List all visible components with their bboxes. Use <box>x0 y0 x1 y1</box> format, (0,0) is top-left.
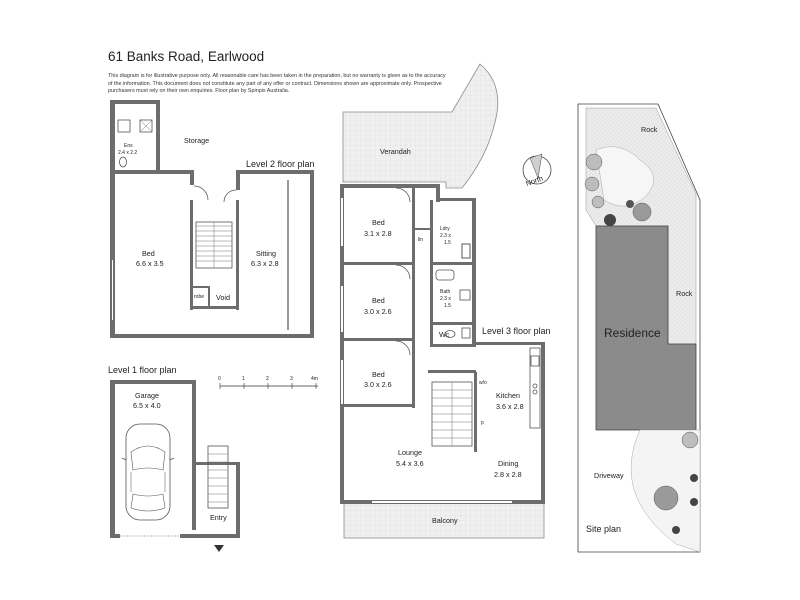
room-void: Void <box>216 293 230 302</box>
svg-text:1.5: 1.5 <box>444 240 451 246</box>
stairs-level-3 <box>431 381 473 447</box>
plant-icon <box>626 200 634 208</box>
residence-building <box>595 225 697 431</box>
shrub-icon <box>632 202 652 222</box>
balcony-area <box>343 501 545 539</box>
level-3-plan: Bed 3.1 x 2.8 lin Ldry 2.3 x 1.5 Bath 2.… <box>340 63 551 539</box>
room-lounge: Lounge <box>398 448 422 457</box>
north-compass: North <box>522 153 552 188</box>
level-1-plan: Level 1 floor plan <box>108 365 240 552</box>
room-kitchen: Kitchen <box>496 391 520 400</box>
page-title: 61 Banks Road, Earlwood <box>108 49 265 64</box>
room-balcony: Balcony <box>432 516 458 525</box>
room-bed-l2: Bed <box>142 249 155 258</box>
svg-text:2.3 x: 2.3 x <box>440 233 451 239</box>
level-2-plan: Storage Ens 2.4 x 2.2 Bed 6.6 x 3.5 Sitt… <box>110 100 315 338</box>
room-bath: Bath <box>440 289 451 295</box>
room-dining-dim: 2.8 x 2.8 <box>494 470 522 479</box>
site-plan: Residence Rock Rock Driveway Site plan <box>577 103 701 553</box>
svg-text:2: 2 <box>266 376 269 382</box>
stairs-level-1 <box>207 445 229 509</box>
room-bed-3-dim: 3.0 x 2.6 <box>364 380 392 389</box>
room-bed-2-dim: 3.0 x 2.6 <box>364 307 392 316</box>
room-ens: Ens <box>124 143 133 149</box>
room-robe: robe <box>194 294 204 300</box>
svg-text:1.5: 1.5 <box>444 303 451 309</box>
plant-icon <box>690 498 698 506</box>
room-garage-dim: 6.5 x 4.0 <box>133 401 161 410</box>
svg-text:4m: 4m <box>311 376 318 382</box>
disclaimer-text: This diagram is for illustrative purpose… <box>108 73 446 95</box>
room-dining: Dining <box>498 459 518 468</box>
plant-icon <box>690 474 698 482</box>
room-pantry: p <box>481 420 484 426</box>
room-entry: Entry <box>210 513 227 522</box>
rock-side-label: Rock <box>676 289 693 298</box>
room-sitting: Sitting <box>256 249 276 258</box>
room-bed-2: Bed <box>372 296 385 305</box>
tree-icon <box>584 176 600 192</box>
room-wo: w/o <box>479 380 487 386</box>
car-icon <box>121 423 175 521</box>
tree-icon <box>591 195 605 209</box>
scale-bar: 0 1 2 3 4m <box>218 376 318 389</box>
driveway-label: Driveway <box>594 471 624 480</box>
room-ldry: Ldry <box>440 226 450 232</box>
verandah-area <box>342 63 499 189</box>
room-verandah: Verandah <box>380 147 411 156</box>
svg-text:0: 0 <box>218 376 221 382</box>
room-bed-l2-dim: 6.6 x 3.5 <box>136 259 164 268</box>
room-sitting-dim: 6.3 x 2.8 <box>251 259 279 268</box>
level-3-heading: Level 3 floor plan <box>482 326 551 336</box>
room-garage: Garage <box>135 391 159 400</box>
entry-arrow-icon <box>214 545 224 552</box>
room-bed-1-dim: 3.1 x 2.8 <box>364 229 392 238</box>
plant-icon <box>672 526 680 534</box>
svg-text:3: 3 <box>290 376 293 382</box>
level-1-heading: Level 1 floor plan <box>108 365 177 375</box>
shrub-icon <box>653 485 679 511</box>
residence-label: Residence <box>604 326 661 340</box>
room-wc: Wc <box>439 330 450 339</box>
room-ens-dim: 2.4 x 2.2 <box>118 150 137 156</box>
room-bed-3: Bed <box>372 370 385 379</box>
room-lin: lin <box>418 237 423 243</box>
room-lounge-dim: 5.4 x 3.6 <box>396 459 424 468</box>
svg-text:2.3 x: 2.3 x <box>440 296 451 302</box>
plant-icon <box>604 214 616 226</box>
tree-icon <box>681 431 699 449</box>
room-kitchen-dim: 3.6 x 2.8 <box>496 402 524 411</box>
room-storage: Storage <box>184 136 209 145</box>
rock-top-label: Rock <box>641 125 658 134</box>
stairs-level-2 <box>195 221 233 269</box>
room-bed-1: Bed <box>372 218 385 227</box>
svg-text:1: 1 <box>242 376 245 382</box>
tree-icon <box>585 153 603 171</box>
site-plan-heading: Site plan <box>586 524 621 534</box>
level-2-heading: Level 2 floor plan <box>246 159 315 169</box>
